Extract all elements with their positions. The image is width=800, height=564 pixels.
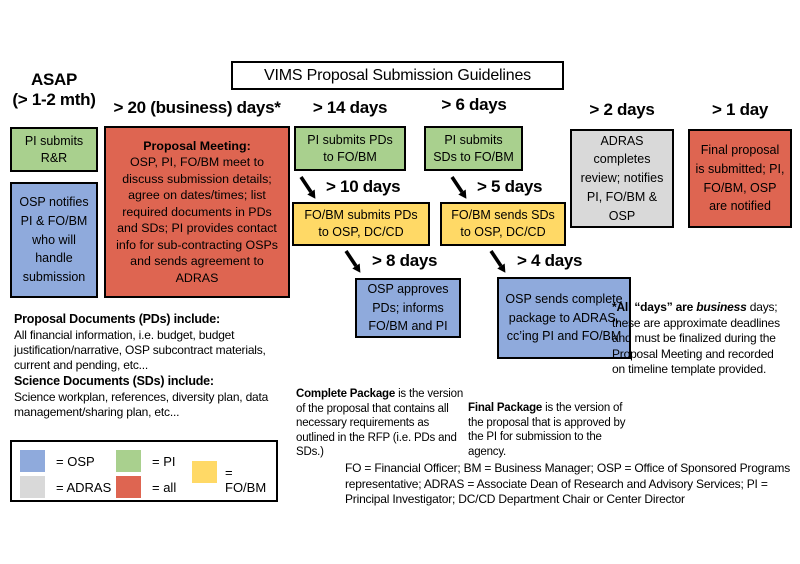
box-text: Final proposal is submitted; PI, FO/BM, …: [695, 143, 785, 214]
box-text: OSP, PI, FO/BM meet to discuss submissio…: [116, 155, 278, 285]
box-final-proposal: Final proposal is submitted; PI, FO/BM, …: [688, 129, 792, 228]
box-adras-review: ADRAS completes review; notifies PI, FO/…: [570, 129, 674, 228]
footnote-emphasis: business: [696, 300, 747, 314]
box-text: FO/BM sends SDs to OSP, DC/CD: [451, 208, 555, 239]
box-proposal-meeting: Proposal Meeting: OSP, PI, FO/BM meet to…: [104, 126, 290, 298]
box-osp-approves-pds: OSP approves PDs; informs FO/BM and PI: [355, 278, 461, 338]
final-package-note: Final Package is the version of the prop…: [468, 401, 640, 459]
column-header-asap: ASAP (> 1-2 mth): [4, 70, 104, 110]
final-package-text: is the version of the proposal that is a…: [468, 402, 626, 458]
box-osp-notifies: OSP notifies PI & FO/BM who will handle …: [10, 182, 98, 298]
legend-label-pi: = PI: [152, 454, 176, 469]
footnote-text: days; these are approximate deadlines an…: [612, 300, 780, 376]
box-text: OSP approves PDs; informs FO/BM and PI: [367, 281, 449, 334]
box-text: OSP sends complete package to ADRAS, cc’…: [505, 291, 623, 344]
legend-swatch-osp: [20, 450, 45, 472]
business-days-footnote: *All “days” are business days; these are…: [612, 300, 786, 378]
box-pi-submits-sds: PI submits SDs to FO/BM: [424, 126, 523, 171]
page-title: VIMS Proposal Submission Guidelines: [231, 61, 564, 90]
legend-swatch-all: [116, 476, 141, 498]
arrow-label-8-days: > 8 days: [372, 251, 438, 270]
arrow-label-5-days: > 5 days: [477, 177, 543, 196]
sds-definition-title: Science Documents (SDs) include:: [14, 374, 214, 388]
box-pi-submits-rr: PI submits R&R: [10, 127, 98, 172]
column-header-1-day: > 1 day: [711, 100, 769, 119]
complete-package-note: Complete Package is the version of the p…: [296, 387, 466, 460]
legend-label-osp: = OSP: [56, 454, 95, 469]
arrow-label-10-days: > 10 days: [326, 177, 401, 196]
legend: = OSP = PI = FO/BM = ADRAS = all: [10, 440, 278, 502]
box-text: PI submits R&R: [24, 133, 84, 165]
box-pi-submits-pds: PI submits PDs to FO/BM: [294, 126, 406, 171]
legend-swatch-fobm: [192, 461, 217, 483]
box-title: Proposal Meeting:: [143, 138, 251, 153]
flow-arrow-icon: [489, 250, 506, 273]
flow-arrow-icon: [450, 176, 467, 199]
box-fobm-submits-pds: FO/BM submits PDs to OSP, DC/CD: [292, 202, 430, 246]
legend-label-adras: = ADRAS: [56, 480, 112, 495]
column-header-20-days: > 20 (business) days*: [113, 98, 281, 117]
flow-arrow-icon: [299, 176, 316, 199]
arrow-label-4-days: > 4 days: [517, 251, 583, 270]
legend-swatch-pi: [116, 450, 141, 472]
complete-package-text: is the version of the proposal that cont…: [296, 388, 464, 458]
complete-package-term: Complete Package: [296, 388, 396, 400]
column-header-6-days: > 6 days: [441, 95, 507, 114]
legend-swatch-adras: [20, 476, 45, 498]
final-package-term: Final Package: [468, 402, 543, 414]
box-text: OSP notifies PI & FO/BM who will handle …: [19, 195, 89, 285]
legend-label-all: = all: [152, 480, 177, 495]
sds-definition-body: Science workplan, references, diversity …: [14, 390, 269, 419]
column-header-2-days: > 2 days: [589, 100, 655, 119]
abbreviations-note: FO = Financial Officer; BM = Business Ma…: [345, 461, 791, 506]
box-text: PI submits SDs to FO/BM: [433, 132, 514, 164]
column-header-14-days: > 14 days: [312, 98, 388, 117]
box-text: ADRAS completes review; notifies PI, FO/…: [580, 133, 664, 223]
box-osp-sends-package: OSP sends complete package to ADRAS, cc’…: [497, 277, 631, 359]
flow-arrow-icon: [344, 250, 361, 273]
pds-definition-title: Proposal Documents (PDs) include:: [14, 312, 220, 326]
footnote-prefix: *All “days” are: [612, 300, 697, 314]
box-text: FO/BM submits PDs to OSP, DC/CD: [304, 208, 418, 239]
box-fobm-sends-sds: FO/BM sends SDs to OSP, DC/CD: [440, 202, 566, 246]
box-text: PI submits PDs to FO/BM: [307, 132, 393, 164]
legend-label-fobm: = FO/BM: [225, 465, 267, 495]
asap-sublabel: (> 1-2 mth): [12, 90, 96, 109]
asap-label: ASAP: [30, 70, 78, 89]
pds-definition-body: All financial information, i.e. budget, …: [14, 328, 266, 372]
